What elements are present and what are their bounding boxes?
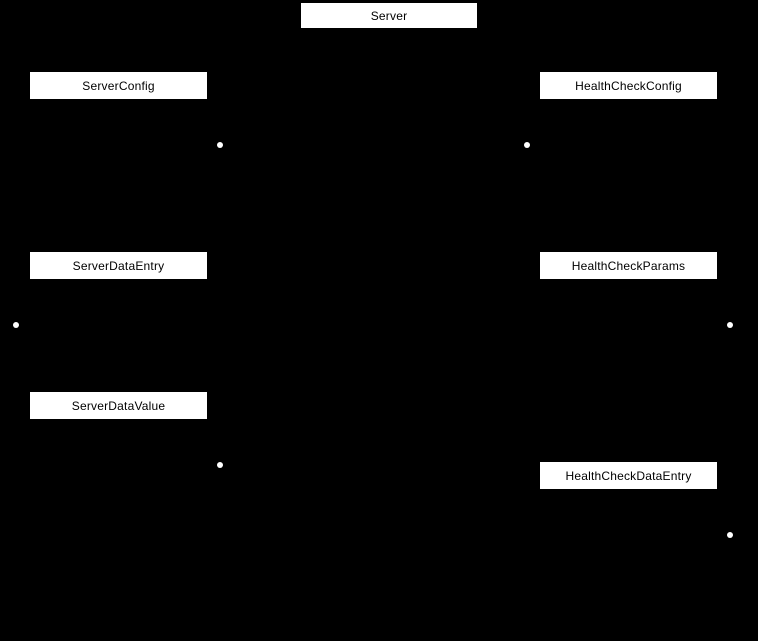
class-node-health-check-data-entry[interactable]: HealthCheckDataEntry: [539, 461, 718, 490]
edge-endpoint-dot: [217, 462, 223, 468]
class-node-label: ServerConfig: [82, 78, 155, 93]
edge-endpoint-dot: [13, 322, 19, 328]
class-node-label: HealthCheckConfig: [575, 78, 682, 93]
class-node-label: HealthCheckDataEntry: [565, 468, 692, 483]
class-node-server-config[interactable]: ServerConfig: [29, 71, 208, 100]
class-node-health-check-params[interactable]: HealthCheckParams: [539, 251, 718, 280]
class-node-label: ServerDataValue: [71, 398, 166, 413]
class-node-server-data-entry[interactable]: ServerDataEntry: [29, 251, 208, 280]
class-node-server[interactable]: Server: [300, 2, 478, 29]
edge-endpoint-dot: [217, 142, 223, 148]
class-node-label: HealthCheckParams: [571, 258, 686, 273]
edge-endpoint-dot: [727, 322, 733, 328]
class-node-label: ServerDataEntry: [72, 258, 165, 273]
class-node-health-check-config[interactable]: HealthCheckConfig: [539, 71, 718, 100]
edge-endpoint-dot: [524, 142, 530, 148]
class-node-server-data-value[interactable]: ServerDataValue: [29, 391, 208, 420]
class-node-label: Server: [370, 8, 408, 23]
edge-endpoint-dot: [727, 532, 733, 538]
